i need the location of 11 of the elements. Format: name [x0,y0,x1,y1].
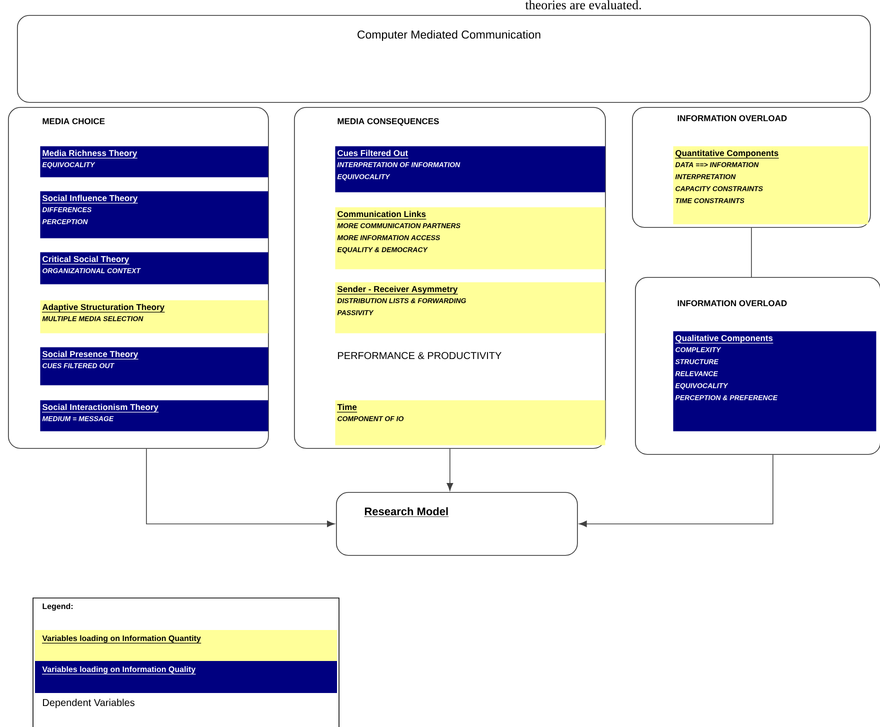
legend-text: Variables loading on Information Quantity [42,635,202,644]
legend-text: Variables loading on Information Quality [42,666,196,674]
legend-title: Legend: [42,603,73,611]
connector [751,227,752,278]
legend-text: Dependent Variables [43,698,134,708]
rounded-box: Research Model [336,492,578,556]
connector [446,448,454,491]
variable-text: PERFORMANCE & PRODUCTIVITY [338,352,502,360]
rounded-box: Computer Mediated Communication [17,15,871,103]
connector [146,448,335,528]
connector [579,454,774,528]
